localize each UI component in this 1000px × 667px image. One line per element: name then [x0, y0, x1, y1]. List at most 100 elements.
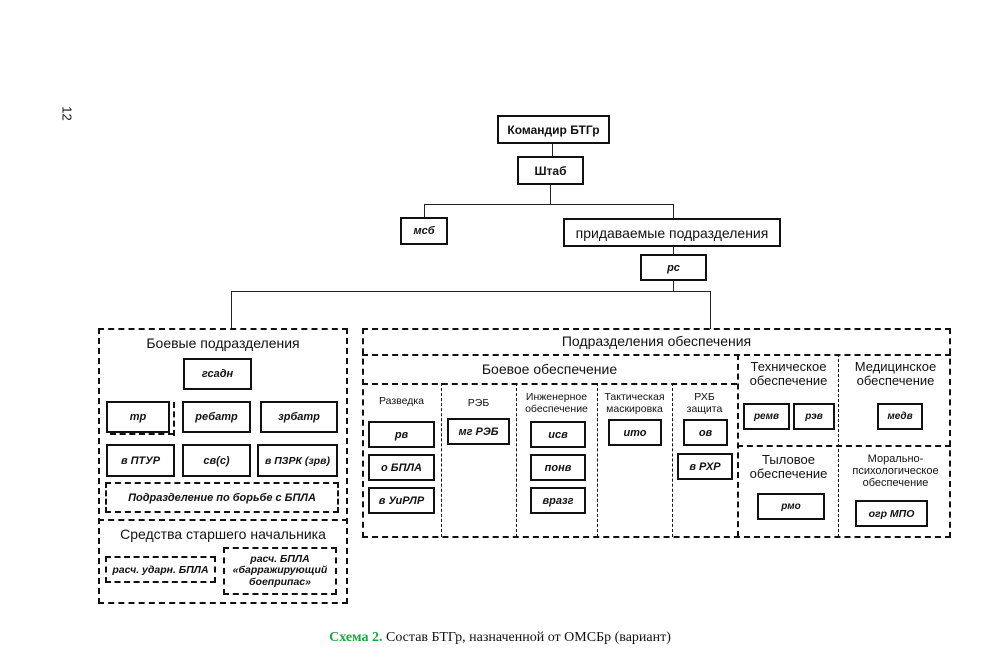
v-rhr-label: в РХР	[689, 460, 721, 473]
isv-label: исв	[548, 428, 568, 441]
gsadn-box: гсадн	[183, 358, 252, 390]
ito-label: ито	[623, 426, 647, 439]
combat-frame-divider	[98, 519, 348, 521]
combat-support-divider	[362, 383, 737, 385]
column-divider-2	[516, 383, 517, 537]
connector-commander-staff	[552, 144, 553, 156]
ito-box: ито	[608, 419, 662, 446]
medical-title-line-2: обеспечение	[856, 373, 935, 389]
moral-title-line-3: обеспечение	[862, 477, 929, 490]
remv-box: ремв	[743, 403, 790, 430]
rmo-label: рмо	[781, 501, 801, 512]
v-ptur-label: в ПТУР	[120, 454, 161, 467]
connector-staff-branch	[424, 204, 674, 205]
v-rhr-box: в РХР	[677, 453, 733, 480]
v-uirlr-label: в УиРЛР	[378, 494, 425, 507]
rev-label: рэв	[805, 411, 823, 422]
right-row-divider	[737, 445, 951, 447]
cbrn-title-line-1: РХБ	[694, 391, 715, 403]
moral-title-line-1: Морально-	[867, 453, 924, 465]
medical-support-title: Медицинское обеспечение	[840, 359, 951, 389]
ogr-mpo-label: огр МПО	[868, 507, 915, 520]
rs-label: рс	[667, 261, 680, 274]
anti-uav-unit-label: Подразделение по борьбе с БПЛА	[128, 491, 316, 504]
msb-box: мсб	[400, 217, 448, 245]
tr-label: тр	[129, 411, 147, 423]
tr-box: тр	[106, 401, 170, 433]
commander-label: Командир БТГр	[507, 122, 600, 137]
column-divider-1	[441, 383, 442, 537]
v-uirlr-box: в УиРЛР	[368, 487, 435, 514]
strike-uav-crew-label: расч. ударн. БПЛА	[112, 563, 209, 576]
rs-box: рс	[640, 254, 707, 281]
attached-units-label: придаваемые подразделения	[575, 224, 769, 241]
zrbatr-label: зрбатр	[278, 411, 320, 423]
connector-attached-rs	[673, 247, 674, 254]
moral-title-line-2: психологическое	[852, 465, 939, 478]
combat-units-title: Боевые подразделения	[146, 335, 300, 351]
msb-label: мсб	[413, 225, 435, 237]
cbrn-title-line-2: защита	[686, 402, 723, 415]
gsadn-label: гсадн	[201, 368, 234, 380]
rear-title-line-1: Тыловое	[762, 452, 815, 467]
remv-label: ремв	[753, 411, 780, 422]
medv-label: медв	[887, 411, 913, 422]
moral-support-title: Морально- психологическое обеспечение	[840, 453, 951, 489]
rear-title-line-2: обеспечение	[749, 466, 828, 482]
rmo-box: рмо	[757, 493, 825, 520]
connector-to-combat-units	[231, 291, 232, 329]
sv-s-box: св(с)	[182, 444, 251, 477]
support-units-frame	[362, 328, 951, 538]
ew-title: РЭБ	[467, 397, 490, 409]
zrbatr-box: зрбатр	[260, 401, 338, 433]
engineering-title-line-1: Инженерное	[525, 391, 588, 403]
column-divider-3	[597, 383, 598, 537]
engineering-title-line-2: обеспечение	[525, 402, 588, 415]
recon-title: Разведка	[378, 395, 425, 407]
ponv-box: понв	[530, 454, 586, 481]
technical-support-title: Техническое обеспечение	[739, 359, 838, 389]
mg-reb-box: мг РЭБ	[447, 418, 510, 445]
ponv-label: понв	[544, 461, 572, 474]
ov-box: ов	[683, 419, 728, 446]
connector-to-attached	[673, 204, 674, 218]
camouflage-title: Тактическая маскировка	[597, 391, 672, 415]
camouflage-title-line-1: Тактическая	[604, 391, 665, 403]
caption-text: Состав БТГр, назначенной от ОМСБр (вариа…	[382, 630, 671, 645]
technical-title-line-1: Техническое	[750, 359, 827, 374]
loitering-line-2: «барражирующий	[232, 564, 328, 577]
medical-title-line-1: Медицинское	[854, 359, 937, 374]
v-ptur-box: в ПТУР	[106, 444, 175, 477]
rebatr-label: ребатр	[195, 411, 238, 423]
vrazg-box: вразг	[530, 487, 586, 514]
connector-to-support-units	[710, 291, 711, 329]
rear-support-title: Тыловое обеспечение	[739, 452, 838, 482]
loitering-line-1: расч. БПЛА	[250, 552, 310, 565]
combat-support-title: Боевое обеспечение	[481, 361, 618, 377]
page-number: 12	[59, 106, 75, 121]
connector-staff-down	[550, 185, 551, 204]
senior-assets-title: Средства старшего начальника	[120, 526, 326, 542]
o-bpla-box: о БПЛА	[368, 454, 435, 481]
medv-box: медв	[877, 403, 923, 430]
v-pzrk-label: в ПЗРК (зрв)	[264, 454, 331, 467]
combat-units-frame	[98, 328, 348, 604]
column-divider-4	[672, 383, 673, 537]
connector-rs-down	[673, 281, 674, 291]
rv-box: рв	[368, 421, 435, 448]
staff-box: Штаб	[517, 156, 584, 185]
connector-to-msb	[424, 204, 425, 217]
camouflage-title-line-2: маскировка	[606, 402, 663, 415]
sv-s-label: св(с)	[203, 454, 230, 467]
rev-box: рэв	[793, 403, 835, 430]
loitering-line-3: боеприпас»	[249, 575, 311, 588]
figure-caption: Схема 2. Состав БТГр, назначенной от ОМС…	[0, 630, 1000, 646]
vrazg-label: вразг	[542, 494, 574, 507]
v-pzrk-box: в ПЗРК (зрв)	[257, 444, 338, 477]
connector-main-branch	[231, 291, 711, 292]
ogr-mpo-box: огр МПО	[855, 500, 928, 527]
technical-title-line-2: обеспечение	[749, 373, 828, 389]
rv-label: рв	[394, 428, 409, 441]
isv-box: исв	[530, 421, 586, 448]
support-title-divider	[362, 354, 951, 356]
